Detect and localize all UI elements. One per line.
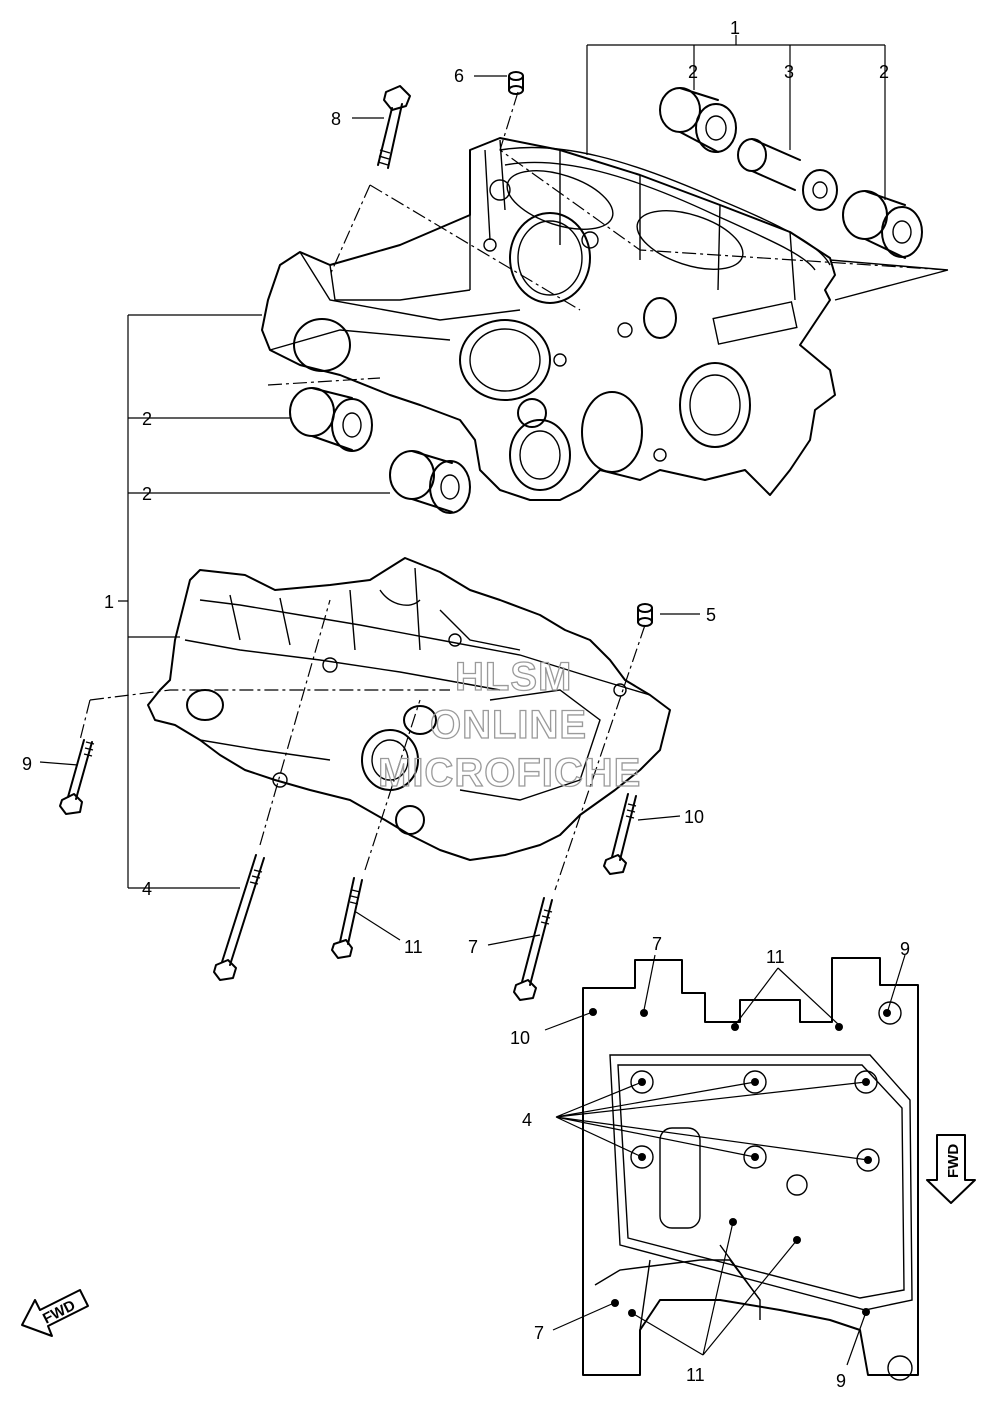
bushing-left-lower[interactable] [389,450,471,514]
callout-7-mid: 7 [468,937,478,957]
bolt-4[interactable] [213,854,265,981]
callout-5: 5 [706,605,716,625]
bushing-upper-left[interactable] [659,87,737,153]
bolt-11-mid[interactable] [331,877,363,959]
alignment-lines [79,91,949,891]
bushing-upper-right[interactable] [842,190,923,259]
dowel-pin-6[interactable] [508,71,524,95]
fwd-inset-label: FWD [945,1144,962,1178]
bottom-view-inset [582,957,919,1381]
watermark-line-3: MICROFICHE [378,751,641,795]
inset-callout-10: 10 [510,1028,530,1048]
callout-2-b: 2 [879,62,889,82]
fwd-arrow-corner: FWD [21,1289,89,1337]
callout-8: 8 [331,109,341,129]
inset-callout-4: 4 [522,1110,532,1130]
bolt-8[interactable] [377,85,411,169]
callout-3: 3 [784,62,794,82]
watermark-line-2: ONLINE [430,703,587,747]
watermark-line-1: HLSM [455,655,572,699]
callout-2-left-b: 2 [142,484,152,504]
bolt-10[interactable] [603,793,637,875]
inset-callout-7-bottom: 7 [534,1323,544,1343]
callout-4-left: 4 [142,879,152,899]
fwd-arrow-inset: FWD [926,1134,976,1204]
lower-crankcase[interactable] [147,557,671,861]
bushing-left-upper[interactable] [289,387,373,452]
callout-labels: 1 2 3 2 6 8 2 2 1 5 9 10 4 11 7 7 11 9 1… [22,18,910,1391]
callout-1-left: 1 [104,592,114,612]
callout-11-mid: 11 [404,937,423,957]
inset-callout-11-top: 11 [766,947,785,967]
inset-callout-9-bottom: 9 [836,1371,846,1391]
callout-2-left-a: 2 [142,409,152,429]
inset-callout-11-bottom: 11 [686,1365,705,1385]
leader-lines [39,35,886,946]
inset-leader-lines [544,954,906,1366]
inset-callout-9-top: 9 [900,939,910,959]
dowel-pin-5[interactable] [637,603,653,627]
callout-6: 6 [454,66,464,86]
callout-10-right: 10 [684,807,704,827]
bolt-9[interactable] [59,739,95,815]
upper-crankcase[interactable] [261,137,836,501]
collar-part-3[interactable] [737,138,838,211]
callout-2-a: 2 [688,62,698,82]
callout-1-top: 1 [730,18,740,38]
bolt-7[interactable] [513,897,553,1001]
callout-9-left: 9 [22,754,32,774]
inset-callout-7-top: 7 [652,934,662,954]
watermark: HLSM ONLINE MICROFICHE [377,654,641,795]
